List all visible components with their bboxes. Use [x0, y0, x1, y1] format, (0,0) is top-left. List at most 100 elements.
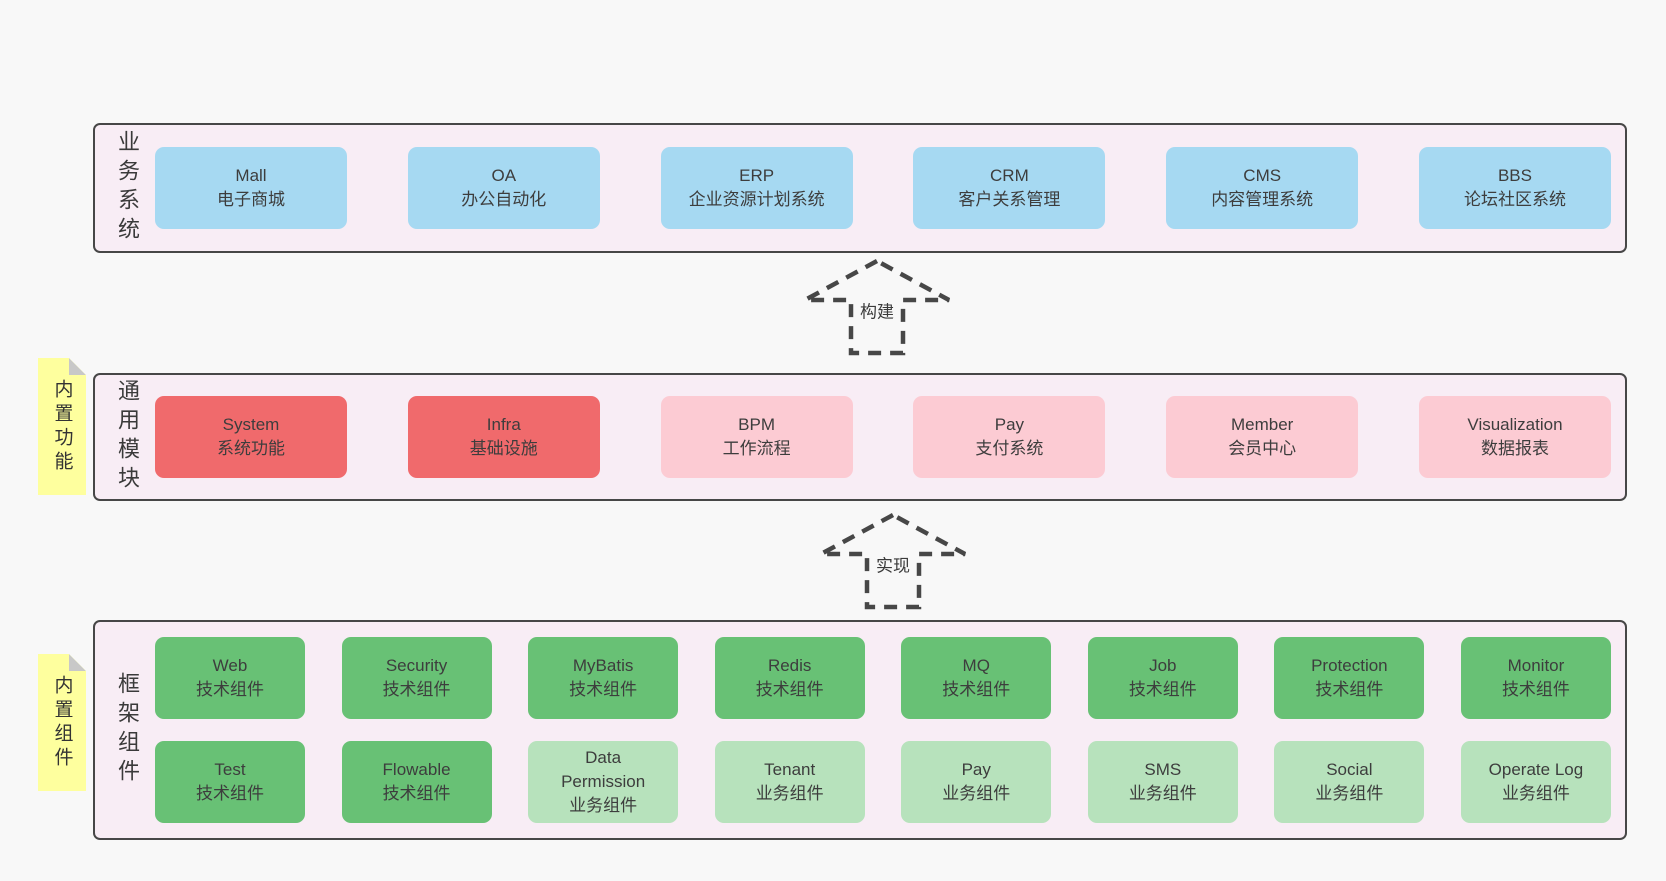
box-system: System 系统功能 [155, 396, 347, 478]
implement-arrow: 实现 [811, 510, 975, 612]
box-protection: Protection 技术组件 [1274, 637, 1425, 719]
box-title: Protection [1311, 655, 1388, 675]
box-title: Redis [767, 655, 812, 675]
box-title: Pay [994, 414, 1025, 434]
layer-box-rows: System 系统功能 Infra 基础设施 BPM 工作流程 Pay 支付系统 Member 会… [155, 375, 1611, 499]
layer-label: 业务系统 [115, 130, 140, 246]
box-title: Job [1149, 655, 1177, 675]
box-flowable: Flowable 技术组件 [341, 741, 492, 823]
box-subtitle: 技术组件 [382, 680, 451, 699]
box-subtitle: 技术组件 [569, 680, 638, 699]
box-job: Job 技术组件 [1087, 637, 1238, 719]
sticky-note-builtin-functions: 内置功能 [38, 358, 86, 495]
sticky-note-builtin-components: 内置组件 [38, 654, 86, 791]
box-redis: Redis 技术组件 [714, 637, 865, 719]
box-subtitle: 技术组件 [1128, 680, 1197, 699]
box-pay: Pay 支付系统 [913, 396, 1106, 478]
box-erp: ERP 企业资源计划系统 [660, 147, 853, 229]
box-pay: Pay 业务组件 [901, 741, 1052, 823]
box-subtitle: 技术组件 [1315, 680, 1384, 699]
dashed-up-arrow-icon [819, 512, 967, 610]
box-title: Social [1326, 759, 1373, 779]
box-title: Mall [235, 165, 267, 185]
box-subtitle: 业务组件 [942, 784, 1011, 803]
sticky-note-text: 内置功能 [51, 378, 73, 475]
box-title: Member [1231, 414, 1294, 434]
box-subtitle: 内容管理系统 [1211, 190, 1314, 209]
box-title: Monitor [1507, 655, 1565, 675]
box-title: BPM [738, 414, 776, 434]
box-subtitle: 技术组件 [755, 680, 824, 699]
box-visualization: Visualization 数据报表 [1418, 396, 1611, 478]
box-title: Pay [961, 759, 991, 779]
box-member: Member 会员中心 [1166, 396, 1359, 478]
box-title: MQ [962, 655, 990, 675]
box-cms: CMS 内容管理系统 [1166, 147, 1359, 229]
box-title: Tenant [764, 759, 816, 779]
arrow-label: 构建 [857, 296, 897, 324]
box-security: Security 技术组件 [341, 637, 492, 719]
box-subtitle: 会员中心 [1228, 439, 1297, 458]
box-data-permission: Data Permission 业务组件 [528, 741, 679, 823]
box-oa: OA 办公自动化 [407, 147, 600, 229]
box-title: OA [491, 165, 517, 185]
box-row: System 系统功能 Infra 基础设施 BPM 工作流程 Pay 支付系统 Member 会… [155, 396, 1611, 478]
box-subtitle: 办公自动化 [461, 190, 547, 209]
box-mybatis: MyBatis 技术组件 [528, 637, 679, 719]
box-subtitle: 业务组件 [569, 796, 638, 816]
box-title: CMS [1243, 165, 1282, 185]
folded-corner-icon [69, 358, 86, 375]
box-subtitle: 技术组件 [196, 784, 264, 803]
box-subtitle: 论坛社区系统 [1463, 190, 1566, 209]
box-subtitle: 客户关系管理 [958, 190, 1061, 209]
box-subtitle: 技术组件 [196, 680, 264, 699]
box-social: Social 业务组件 [1274, 741, 1425, 823]
box-title: ERP [739, 165, 775, 185]
box-title: System [222, 414, 280, 434]
box-bpm: BPM 工作流程 [660, 396, 853, 478]
box-subtitle: 系统功能 [217, 439, 285, 458]
box-crm: CRM 客户关系管理 [913, 147, 1106, 229]
box-subtitle: 数据报表 [1480, 439, 1549, 458]
layer-common-modules: 通用模块 System 系统功能 Infra 基础设施 BPM 工作流程 Pay 支付系统 Me… [93, 373, 1627, 501]
box-subtitle: 工作流程 [722, 439, 791, 458]
box-title: Security [385, 655, 448, 675]
build-arrow: 构建 [795, 256, 959, 358]
box-subtitle: 业务组件 [755, 784, 824, 803]
box-subtitle: 业务组件 [1315, 784, 1384, 803]
box-title: SMS [1144, 759, 1182, 779]
box-title: Data Permission [561, 747, 646, 791]
box-title: Visualization [1467, 414, 1563, 434]
sticky-note-text: 内置组件 [51, 674, 73, 771]
dashed-up-arrow-icon [803, 258, 951, 356]
box-title: MyBatis [572, 655, 634, 675]
arrow-label: 实现 [873, 550, 913, 578]
box-subtitle: 技术组件 [382, 784, 451, 803]
box-subtitle: 支付系统 [975, 439, 1044, 458]
box-tenant: Tenant 业务组件 [714, 741, 865, 823]
box-subtitle: 基础设施 [469, 439, 538, 458]
layer-label: 通用模块 [115, 379, 140, 495]
box-title: Operate Log [1488, 759, 1584, 779]
box-infra: Infra 基础设施 [407, 396, 600, 478]
box-title: Infra [486, 414, 521, 434]
box-subtitle: 企业资源计划系统 [688, 190, 825, 209]
box-title: CRM [990, 165, 1029, 185]
box-title: Flowable [382, 759, 451, 779]
